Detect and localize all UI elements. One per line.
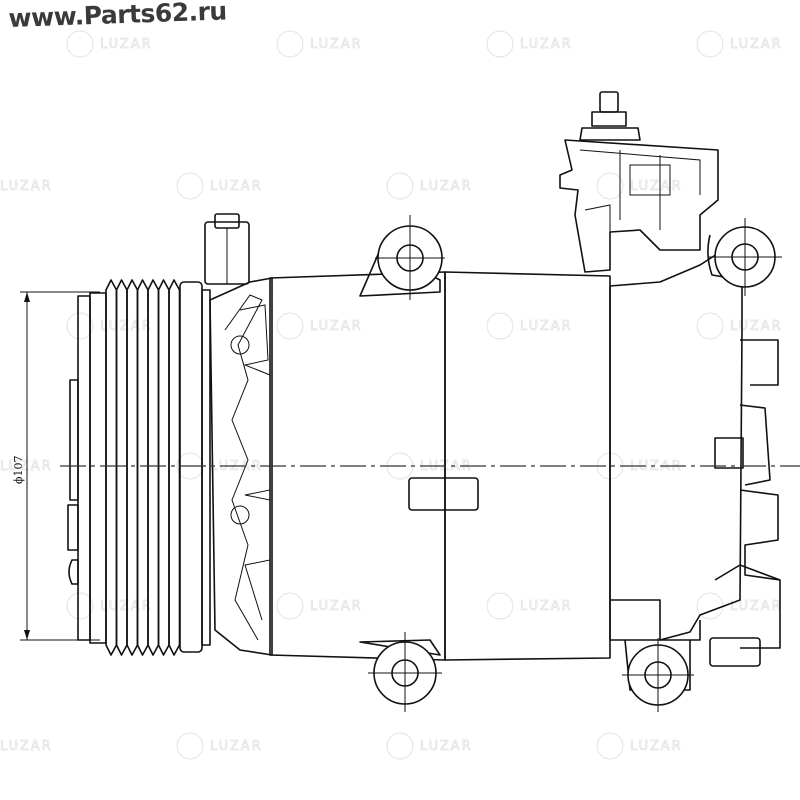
luzar-watermark: LUZAR — [0, 459, 53, 474]
luzar-watermark: LUZAR — [210, 739, 263, 754]
luzar-logo-icon — [696, 312, 724, 340]
pulley-groove — [157, 279, 170, 656]
luzar-logo-icon — [386, 172, 414, 200]
luzar-watermark: LUZAR — [630, 739, 683, 754]
luzar-watermark: LUZAR — [210, 179, 263, 194]
luzar-logo-icon — [596, 172, 624, 200]
luzar-watermark: LUZAR — [0, 739, 53, 754]
luzar-logo-icon — [66, 312, 94, 340]
luzar-watermark: LUZAR — [520, 319, 573, 334]
luzar-watermark: LUZAR — [100, 37, 153, 52]
front-connector — [204, 213, 250, 285]
luzar-logo-icon — [486, 312, 514, 340]
luzar-watermark: LUZAR — [420, 179, 473, 194]
luzar-logo-icon — [276, 30, 304, 58]
luzar-logo-icon — [66, 592, 94, 620]
luzar-logo-icon — [486, 30, 514, 58]
control-valve-connector — [559, 91, 719, 273]
luzar-watermark: LUZAR — [310, 319, 363, 334]
luzar-watermark: LUZAR — [630, 179, 683, 194]
luzar-watermark: LUZAR — [730, 319, 783, 334]
pulley-groove — [168, 279, 181, 656]
diameter-label: ϕ107 — [12, 456, 25, 485]
luzar-watermark: LUZAR — [310, 599, 363, 614]
luzar-logo-icon — [486, 592, 514, 620]
luzar-watermark: LUZAR — [0, 179, 53, 194]
luzar-watermark: LUZAR — [310, 37, 363, 52]
compressor-body-front — [269, 225, 446, 705]
luzar-watermark: LUZAR — [730, 599, 783, 614]
luzar-logo-icon — [386, 732, 414, 760]
luzar-logo-icon — [276, 592, 304, 620]
luzar-logo-icon — [176, 732, 204, 760]
luzar-logo-icon — [276, 312, 304, 340]
diameter-dimension: ϕ107 — [12, 291, 100, 641]
pulley-ring — [179, 281, 211, 653]
luzar-watermark: LUZAR — [420, 739, 473, 754]
luzar-logo-icon — [596, 732, 624, 760]
luzar-watermark: LUZAR — [520, 599, 573, 614]
centerlines — [60, 215, 800, 712]
compressor-body-middle — [408, 271, 611, 661]
luzar-logo-icon — [696, 30, 724, 58]
luzar-logo-icon — [66, 30, 94, 58]
luzar-watermark: LUZAR — [630, 459, 683, 474]
luzar-logo-icon — [176, 172, 204, 200]
luzar-watermark: LUZAR — [730, 37, 783, 52]
clutch-plate — [67, 292, 107, 644]
luzar-watermark: LUZAR — [520, 37, 573, 52]
rear-head — [609, 226, 781, 706]
